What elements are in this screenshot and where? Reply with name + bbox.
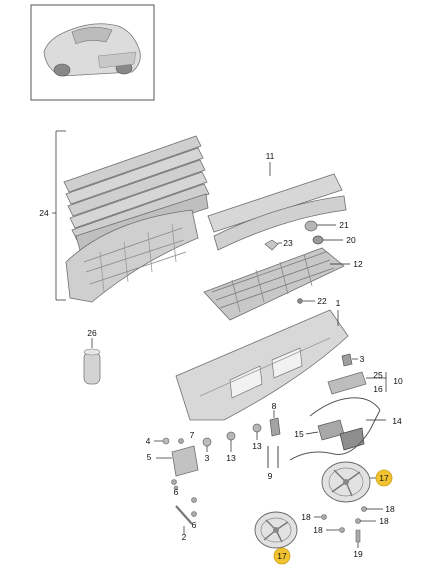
callout-26: 26 [87,328,97,338]
callout-18-right-upper: 18 [385,504,395,514]
callout-17-right: 17 [379,473,389,483]
callout-21: 21 [339,220,349,230]
parts-2-7-bracket [154,437,212,534]
callout-15: 15 [294,429,304,439]
callout-14: 14 [392,416,402,426]
callout-23: 23 [283,238,293,248]
callout-25: 25 [373,370,383,380]
callout-3: 3 [360,354,365,364]
callout-6-lower: 6 [192,520,197,530]
part-11-cover [207,162,347,251]
callout-22: 22 [317,296,327,306]
parts-14-15-wiring [289,397,386,461]
callout-18-right-lower: 18 [379,516,389,526]
callout-18-left: 18 [301,512,311,522]
callout-18-middle: 18 [313,525,323,535]
callout-4: 4 [146,436,151,446]
callout-16: 16 [373,384,383,394]
callout-12: 12 [353,259,363,269]
part-26-cylinder [83,338,101,385]
part-12-grille-frame [203,247,350,321]
callout-11: 11 [266,151,275,161]
part-17-fans [254,461,393,565]
callout-6-upper: 6 [174,487,179,497]
callout-3-bracket: 3 [205,453,210,463]
callout-7: 7 [190,430,195,440]
part-24-cover-grilles [52,130,210,303]
vehicle-thumbnail [30,4,155,101]
parts-18-19-screws [173,485,383,548]
callout-19: 19 [353,549,363,559]
callout-5: 5 [147,452,152,462]
callout-1: 1 [336,298,341,308]
parts-8-9-13 [226,410,281,468]
callout-20: 20 [346,235,356,245]
part-1-carrier [175,309,349,421]
small-parts-20-23 [264,220,343,304]
callout-17-left: 17 [277,551,287,561]
callout-10: 10 [393,376,403,386]
callout-8: 8 [272,401,277,411]
callout-24: 24 [39,208,49,218]
callout-9: 9 [268,471,273,481]
parts-3-25-10-16 [327,353,387,395]
callout-labels: 11 24 21 23 20 12 22 1 26 3 25 10 16 8 1… [39,151,403,561]
callout-2: 2 [182,532,187,542]
callout-13-left: 13 [226,453,236,463]
callout-13-right: 13 [252,441,262,451]
